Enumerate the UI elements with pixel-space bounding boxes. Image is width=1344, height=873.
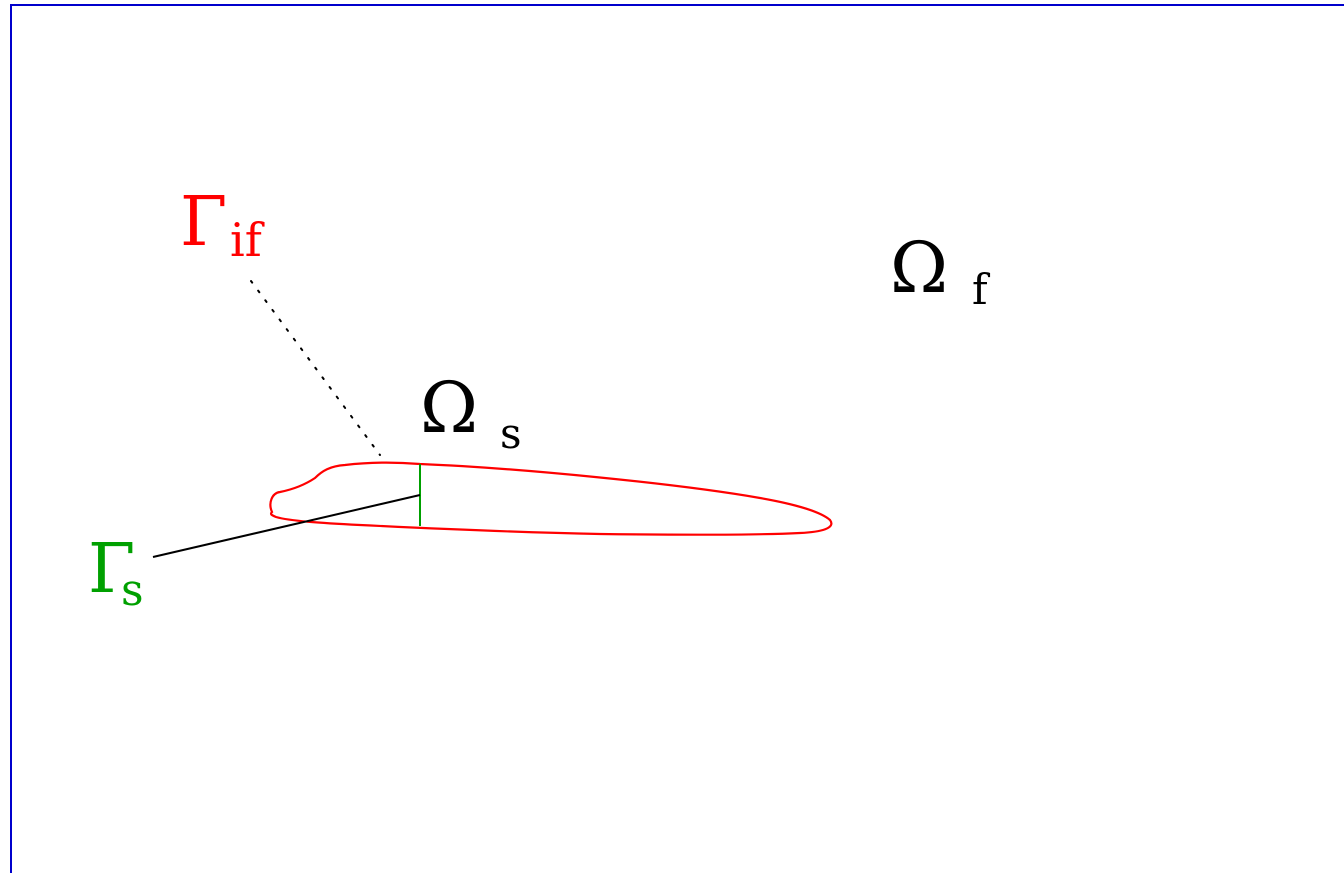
- gamma-if-label: Γ if: [180, 183, 265, 267]
- gamma-if-leader-line: [250, 280, 381, 456]
- gamma-s-leader-line: [152, 494, 421, 558]
- gamma-s-symbol: Γ: [88, 530, 135, 609]
- omega-s-symbol: Ω: [420, 367, 478, 449]
- omega-s-subscript: s: [500, 409, 522, 458]
- omega-s-label: Ω s: [420, 367, 522, 458]
- gamma-if-subscript: if: [230, 213, 265, 267]
- omega-f-label: Ω f: [890, 227, 991, 314]
- gamma-s-label: Γ s: [88, 530, 144, 616]
- fluid-domain-boundary: [10, 4, 1344, 873]
- interface-airfoil-outline: [269, 461, 833, 536]
- gamma-if-symbol: Γ: [180, 183, 227, 262]
- gamma-s-subscript: s: [121, 565, 144, 616]
- omega-f-symbol: Ω: [890, 227, 948, 309]
- omega-f-subscript: f: [972, 265, 991, 314]
